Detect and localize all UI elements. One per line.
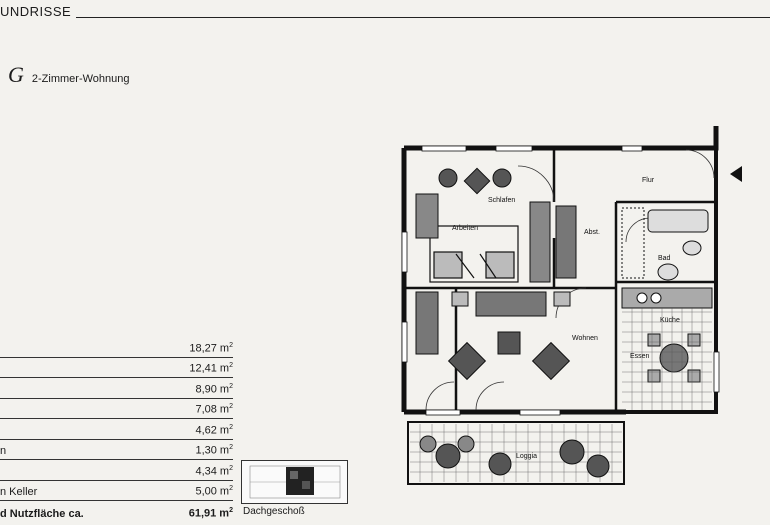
bath-fixtures — [621, 207, 709, 281]
plan-subtitle: 2-Zimmer-Wohnung — [31, 73, 130, 85]
room-label-bad: Bad — [658, 255, 671, 262]
area-row: 18,27 m2 — [0, 337, 233, 358]
room-label-loggia: Loggia — [516, 453, 537, 460]
sofa — [415, 291, 571, 355]
area-value: 12,41 m2 — [189, 362, 233, 375]
entry-arrow-icon — [730, 166, 742, 182]
tile-grid — [410, 308, 712, 482]
bed-furniture — [429, 225, 519, 283]
room-label-abst: Abst. — [584, 229, 600, 236]
area-label: d Nutzfläche ca. — [0, 507, 84, 520]
page-header: UNDRISSE — [0, 4, 72, 19]
room-label-wohnen: Wohnen — [572, 335, 598, 342]
area-row: 4,62 m2 — [0, 419, 233, 440]
thumbnail-caption: Dachgeschoß — [243, 506, 305, 517]
room-label-kueche: Küche — [660, 317, 680, 324]
area-value: 1,30 m2 — [195, 444, 233, 457]
chairs — [438, 167, 571, 381]
floor-thumbnail — [241, 460, 348, 504]
header-rule — [76, 17, 770, 18]
desk-furniture — [415, 193, 577, 283]
loggia-furniture — [419, 435, 610, 478]
room-label-flur: Flur — [642, 177, 655, 184]
room-label-arbeiten: Arbeiten — [452, 225, 478, 232]
area-value: 4,62 m2 — [195, 423, 233, 437]
area-value: 7,08 m2 — [195, 403, 233, 416]
area-row: 7,08 m2 — [0, 399, 233, 419]
plan-letter: G — [8, 62, 24, 87]
area-value: 8,90 m2 — [195, 382, 233, 396]
floor-plan: Schlafen Arbeiten Flur Abst. Bad Küche W… — [401, 126, 742, 485]
room-label-schlafen: Schlafen — [488, 197, 515, 204]
area-row: n Keller 5,00 m2 — [0, 481, 233, 501]
area-table: 18,27 m2 12,41 m2 8,90 m2 7,08 m2 4,62 m… — [0, 337, 233, 522]
area-value: 18,27 m2 — [189, 341, 233, 355]
area-value: 4,34 m2 — [195, 464, 233, 478]
area-value: 5,00 m2 — [195, 485, 233, 498]
windows — [401, 145, 720, 416]
kitchen-fixtures — [621, 287, 713, 383]
area-value: 61,91 m2 — [188, 506, 233, 520]
interior-walls — [406, 150, 714, 412]
plan-title: G 2-Zimmer-Wohnung — [8, 62, 130, 88]
area-row: n 1,30 m2 — [0, 440, 233, 460]
area-row: 12,41 m2 — [0, 358, 233, 378]
area-row: 4,34 m2 — [0, 460, 233, 481]
area-label: n — [0, 445, 7, 457]
floor-thumbnail-graphic — [249, 465, 341, 499]
area-row: 8,90 m2 — [0, 378, 233, 399]
room-label-essen: Essen — [630, 353, 650, 360]
area-label: n Keller — [0, 486, 38, 498]
area-row-total: d Nutzfläche ca. 61,91 m2 — [0, 501, 233, 522]
